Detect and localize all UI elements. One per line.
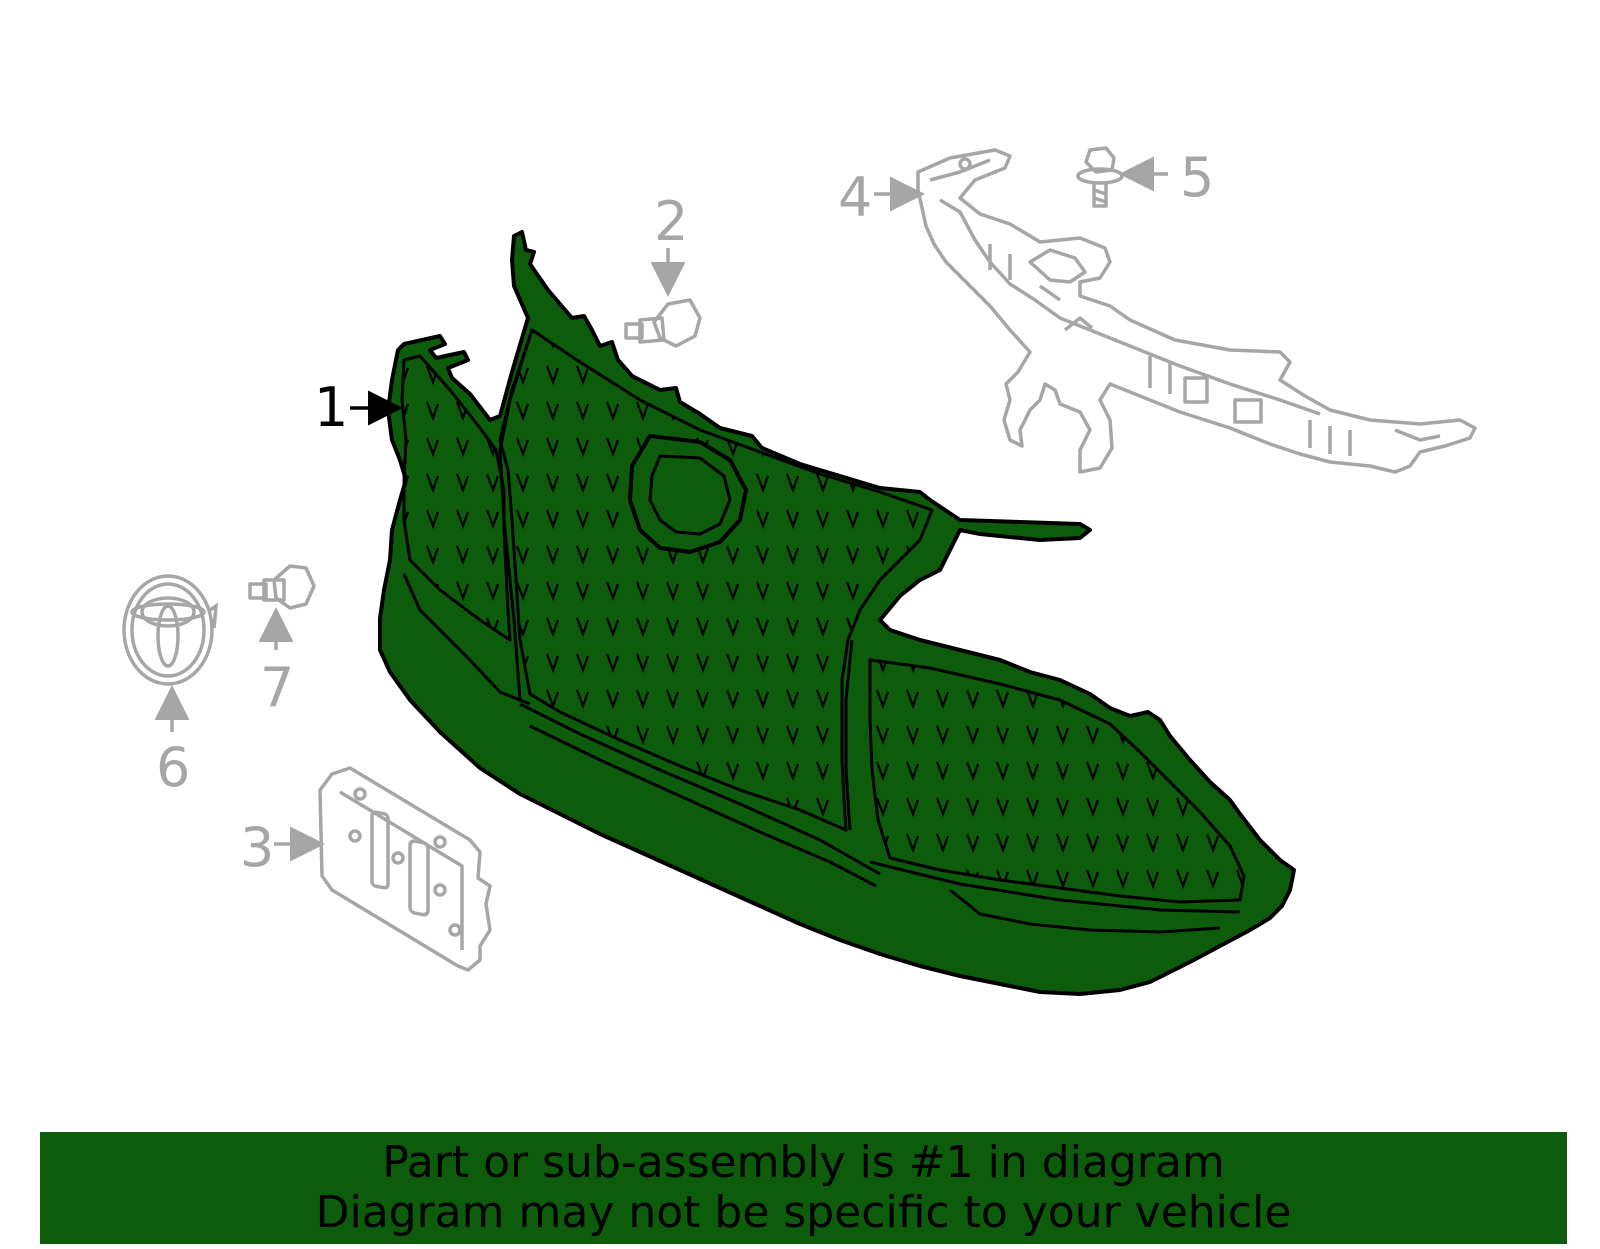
callout-leaders [154,156,1168,862]
radiator-grille [378,230,1296,996]
callout-7: 7 [260,656,294,719]
callout-3: 3 [240,816,274,879]
clip-7 [248,564,316,610]
info-banner: Part or sub-assembly is #1 in diagram Di… [40,1132,1567,1244]
bolt [1076,146,1124,208]
banner-line-1: Part or sub-assembly is #1 in diagram [382,1137,1225,1188]
clip [624,298,702,348]
callout-2: 2 [654,190,688,253]
license-plate-bracket [318,766,492,972]
parts-diagram: 1 2 3 4 5 6 7 [122,146,1477,996]
callout-4: 4 [838,166,872,229]
callout-6: 6 [156,736,190,799]
banner-line-2: Diagram may not be specific to your vehi… [315,1187,1292,1238]
callout-1: 1 [314,376,348,439]
callout-5: 5 [1180,146,1214,209]
radiator-support-bracket [916,148,1477,474]
emblem [122,574,219,686]
